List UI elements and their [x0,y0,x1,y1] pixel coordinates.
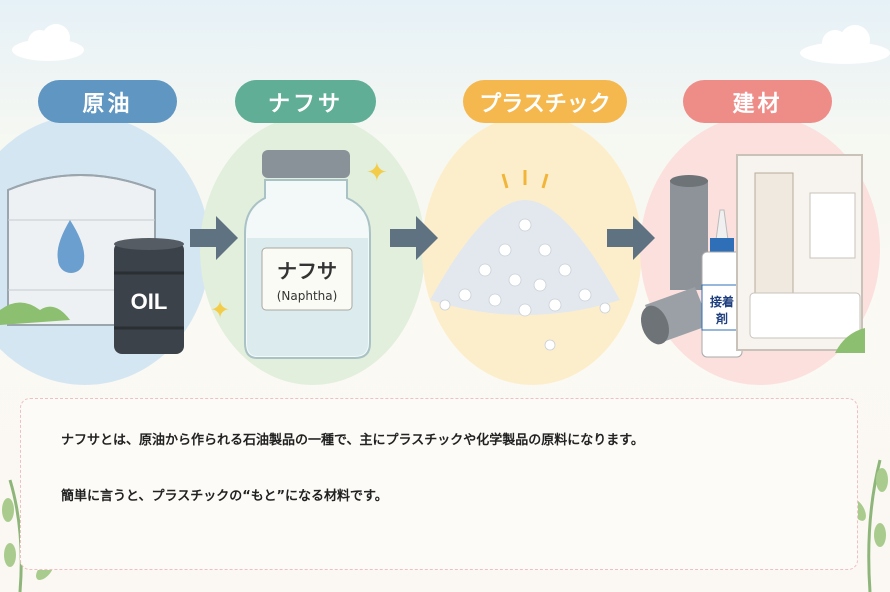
sparkle-icon: ✦ [210,296,231,324]
step-crude-oil-label: 原油 [38,80,177,123]
adhesive-bottle-illustration: 接着 剤 [701,209,743,358]
arrow-right-icon [607,216,655,260]
step-plastic-label: プラスチック [463,80,627,123]
description-line-2: 簡単に言うと、プラスチックの“もと”になる材料です。 [61,489,388,504]
barrel-oil-label: OIL [131,289,168,314]
oil-drop-icon [57,220,85,273]
oil-barrel-illustration: OIL [114,238,184,354]
sparkle-icon: ✦ [366,158,388,188]
step-building-materials-label: 建材 [683,80,832,123]
bottle-label-line2: 剤 [715,311,728,326]
cloud-icon [12,24,84,61]
naphtha-jar-illustration: ナフサ (Naphtha) [244,150,371,359]
plastic-pellets-illustration [430,170,620,351]
bathroom-illustration [736,154,865,353]
step-naphtha-label: ナフサ [235,80,376,123]
arrow-right-icon [190,216,238,260]
bottle-label-line1: 接着 [710,294,734,309]
description-box: ナフサとは、原油から作られる石油製品の一種で、主にプラスチックや化学製品の原料に… [20,398,858,570]
jar-sublabel: (Naphtha) [277,289,338,303]
description-line-1: ナフサとは、原油から作られる石油製品の一種で、主にプラスチックや化学製品の原料に… [61,433,644,448]
pipe-illustration [640,175,710,345]
cloud-icon [800,25,890,64]
jar-label: ナフサ [277,259,337,283]
arrow-right-icon [390,216,438,260]
